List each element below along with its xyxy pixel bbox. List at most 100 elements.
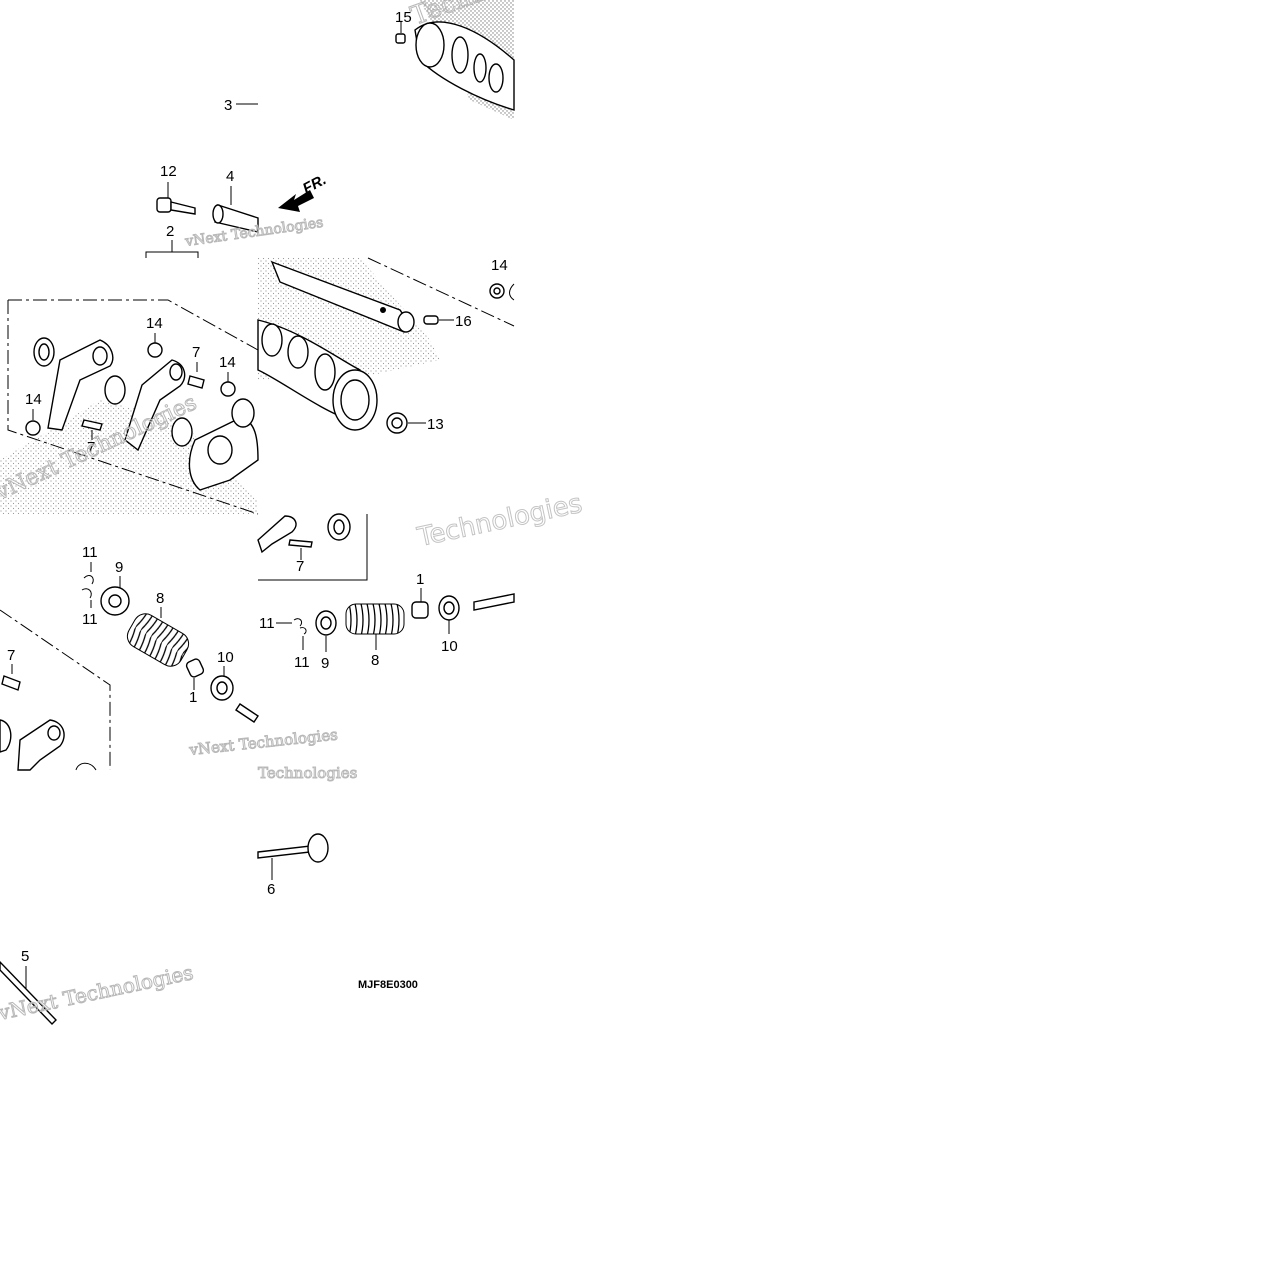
- callout-10: 10: [441, 638, 458, 655]
- dowel-pin: [395, 33, 406, 44]
- washer: [171, 417, 193, 447]
- assembly-boundary: [0, 609, 111, 770]
- washer-hole: [38, 343, 50, 361]
- tile-camshaft-top: 15 Technologies 3: [224, 0, 580, 120]
- nut: [147, 342, 163, 358]
- rocker-arm-bore: [169, 363, 183, 381]
- callout-9: 9: [115, 559, 123, 576]
- bolt-head: [156, 197, 172, 213]
- callout-11: 11: [82, 544, 98, 561]
- retainer-hole: [320, 616, 332, 630]
- washer-partial: [75, 762, 97, 771]
- nut: [220, 381, 236, 397]
- rocker-arm-bore: [92, 346, 108, 366]
- callout-14: 14: [219, 354, 236, 371]
- tile-valve-springs-left: 11 11 9 8 1 10 7 vNext Technologies: [0, 544, 339, 771]
- nut: [25, 420, 41, 436]
- camshaft-ring: [473, 53, 487, 83]
- valve-spring: [345, 603, 405, 635]
- dowel-pin: [423, 315, 439, 325]
- valve-seal: [185, 658, 205, 678]
- valve-seal: [411, 601, 429, 619]
- valve-stem: [473, 593, 515, 611]
- assembly-boundary: [258, 514, 368, 581]
- rocker-arm: [0, 719, 12, 753]
- callout-13: 13: [427, 416, 444, 433]
- bracket-2: [145, 240, 199, 258]
- callout-16: 16: [455, 313, 472, 330]
- callout-14: 14: [146, 315, 163, 332]
- washer: [104, 375, 126, 405]
- fr-arrow-icon: FR.: [278, 171, 329, 212]
- camshaft-end: [415, 22, 445, 68]
- valve-stem: [235, 703, 259, 723]
- callout-5: 5: [21, 948, 29, 965]
- tile-bolt-arrow: 12 4 2 vNext Technologies FR.: [145, 163, 329, 258]
- camshaft-rod-end: [397, 311, 415, 333]
- washer-hole: [333, 519, 345, 535]
- washer: [231, 398, 255, 428]
- assembly-boundary: [8, 299, 259, 351]
- callout-11: 11: [294, 654, 310, 671]
- tile-valve-left: 5 vNext Technologies: [0, 948, 196, 1026]
- adjuster-screw: [1, 675, 21, 691]
- callout-12: 12: [160, 163, 177, 180]
- callout-4: 4: [226, 168, 234, 185]
- callout-15: 15: [395, 9, 412, 26]
- callout-7: 7: [87, 439, 95, 456]
- adjuster-screw: [81, 419, 103, 431]
- callout-7: 7: [192, 344, 200, 361]
- pin-end: [212, 204, 224, 224]
- valve-cotter: [81, 588, 92, 599]
- callout-3: 3: [224, 97, 232, 114]
- cam-lobe: [314, 353, 336, 391]
- valve-cotter: [293, 618, 303, 627]
- adjuster-screw: [187, 375, 205, 389]
- callout-8: 8: [371, 652, 379, 669]
- valve-cotter: [83, 575, 94, 585]
- callout-1: 1: [189, 689, 197, 706]
- valve-head: [307, 833, 329, 863]
- tile-camshaft-middle: 13 16 14: [257, 257, 515, 434]
- valve-cotter: [299, 627, 307, 635]
- valve-spring: [126, 613, 190, 667]
- callout-7: 7: [7, 647, 15, 664]
- assembly-boundary: [7, 300, 259, 515]
- callout-10: 10: [217, 649, 234, 666]
- partial-part: [509, 283, 515, 301]
- retainer-hole: [108, 594, 122, 608]
- callout-8: 8: [156, 590, 164, 607]
- valve-stem: [0, 960, 57, 1025]
- watermark: Technologies: [414, 489, 585, 553]
- callout-11: 11: [82, 611, 98, 628]
- callout-1: 1: [416, 571, 424, 588]
- rocker-arm-bore: [47, 725, 61, 741]
- rocker-arm: [124, 359, 186, 452]
- callout-2: 2: [166, 223, 174, 240]
- watermark: vNext Technologies: [188, 726, 339, 760]
- callout-9: 9: [321, 655, 329, 672]
- assembly-boundary: [367, 257, 515, 327]
- adjuster-screw: [288, 539, 313, 548]
- tile-valve-springs-right: 7 Technologies 1 10 8 9 11 11: [257, 488, 585, 672]
- callout-14: 14: [491, 257, 508, 274]
- callout-7: 7: [296, 558, 304, 575]
- drawing-code: MJF8E0300: [358, 979, 418, 991]
- rocker-arm-bore: [207, 435, 233, 465]
- tile-rocker-arms: 14 7 14 14 7 vNext Technologies: [0, 299, 259, 515]
- callout-14: 14: [25, 391, 42, 408]
- nut-hole: [493, 287, 501, 295]
- cam-lobe: [261, 323, 283, 357]
- tile-valve: Technologies 6 MJF8E0300: [257, 764, 418, 991]
- callout-11: 11: [259, 615, 275, 632]
- cam-lobe: [287, 335, 309, 369]
- spring-seat-hole: [443, 601, 455, 615]
- rocker-arm: [257, 515, 297, 554]
- camshaft-ring: [488, 63, 504, 93]
- callout-6: 6: [267, 881, 275, 898]
- valve-stem: [257, 845, 311, 859]
- nut-inner: [391, 417, 403, 429]
- camshaft-ring: [451, 36, 469, 74]
- bolt-shank: [170, 201, 196, 215]
